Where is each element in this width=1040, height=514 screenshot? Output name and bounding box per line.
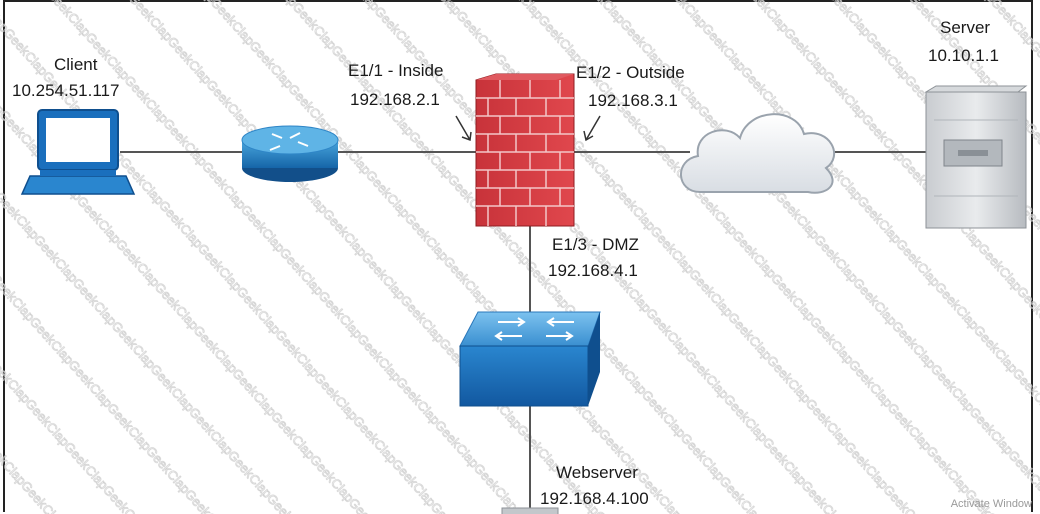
outside-interface-label: E1/2 - Outside	[576, 63, 685, 82]
laptop-icon	[20, 109, 136, 195]
inside-ip-label: 192.168.2.1	[350, 90, 440, 109]
switch-icon	[459, 311, 601, 407]
firewall-icon	[475, 73, 575, 227]
server-name-label: Server	[940, 18, 991, 37]
inside-pointer-arrow	[455, 115, 472, 142]
webserver-icon	[501, 507, 559, 514]
webserver-ip-label: 192.168.4.100	[540, 489, 649, 508]
outside-pointer-arrow	[583, 115, 601, 142]
activate-windows-overlay: Activate Window	[950, 498, 1032, 510]
dmz-interface-label: E1/3 - DMZ	[552, 235, 639, 254]
links	[120, 151, 932, 514]
client-ip-label: 10.254.51.117	[12, 81, 120, 100]
server-ip-label: 10.10.1.1	[928, 46, 999, 65]
inside-interface-label: E1/1 - Inside	[348, 61, 444, 80]
router-icon	[241, 125, 339, 182]
cloud-icon	[680, 113, 836, 194]
webserver-name-label: Webserver	[556, 463, 638, 482]
client-name-label: Client	[54, 55, 98, 74]
server-icon	[924, 85, 1028, 229]
dmz-ip-label: 192.168.4.1	[548, 261, 638, 280]
outside-ip-label: 192.168.3.1	[588, 91, 678, 110]
